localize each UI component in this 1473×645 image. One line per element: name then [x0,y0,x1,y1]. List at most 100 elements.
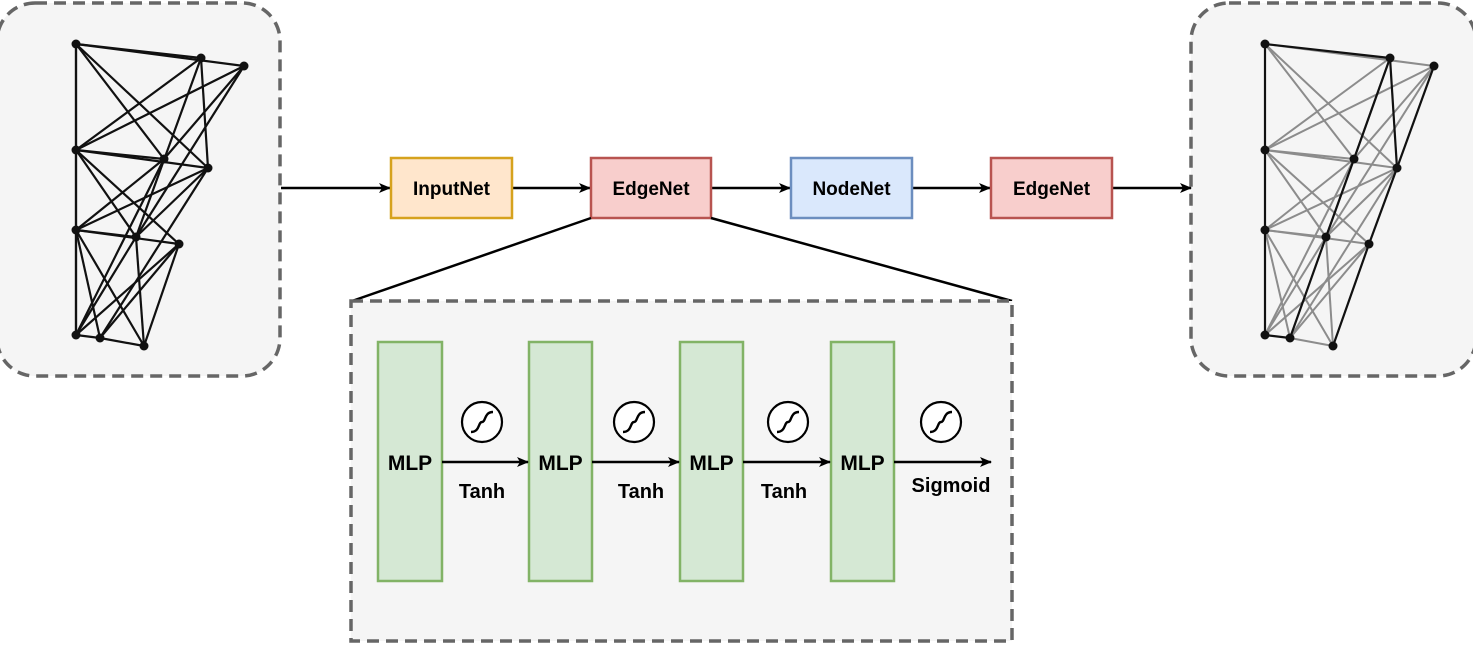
input-graph-node [239,61,249,71]
output-graph-kept-edge [1331,243,1371,347]
input-graph-node [71,39,81,49]
input-graph-node [159,154,169,164]
input-graph-edge [99,336,145,348]
sigmoid-icon [766,400,810,444]
input-graph-edge [142,243,181,347]
output-graph-kept-edge [1367,167,1399,245]
input-graph-node [196,53,206,63]
input-graph-node [131,232,141,242]
output-graph-panel [1189,1,1473,378]
mlp-label-3: MLP [689,452,733,475]
input-graph [0,1,282,378]
zoom-line-right [710,216,1013,303]
input-graph-edge [75,243,180,336]
output-graph-rejected-edge [1264,229,1370,245]
input-graph-node [71,330,81,340]
output-graph-rejected-edge [1264,149,1398,169]
output-graph-rejected-edge [1264,43,1398,169]
output-graph-node [1260,330,1270,340]
edgenet-block-2: EdgeNet [989,156,1114,220]
input-graph-edge [163,65,245,160]
input-graph-edge [135,65,245,238]
input-graph-edge [75,65,245,151]
output-graph-rejected-edge [1264,229,1334,347]
sigmoid-icon [919,400,963,444]
output-graph-rejected-edge [1289,243,1370,339]
sigmoid-icon [612,400,656,444]
input-graph-node [71,225,81,235]
output-graph-node [1429,61,1439,71]
output-graph-node [1321,232,1331,242]
mlp-block-4: MLP [829,340,896,583]
input-graph-nodes [71,39,249,351]
output-graph-rejected-edge [1264,158,1355,231]
input-graph-edge [75,43,209,169]
output-graph-node [1364,239,1374,249]
output-graph-kept-edges [1263,42,1436,347]
output-graph-rejected-edge [1325,167,1398,238]
input-graph-edge [75,158,165,336]
input-graph-edge [75,149,137,238]
input-graph-edge [75,167,209,231]
input-graph-edge [75,228,180,246]
output-graph [1189,1,1473,378]
input-graph-edge [75,229,145,347]
input-graph-node [71,145,81,155]
input-graph-edge [75,57,202,151]
input-graph-edge [74,229,102,339]
edgenet-block-1: EdgeNet [589,156,713,220]
output-graph-rejected-edge [1264,43,1355,160]
output-graph-kept-edge [1288,236,1328,339]
input-graph-node [203,163,213,173]
output-graph-node [1349,154,1359,164]
output-graph-node [1328,341,1338,351]
output-graph-rejected-edge [1264,236,1327,336]
output-graph-kept-edge [1395,65,1436,169]
output-graph-nodes [1260,39,1439,351]
activation-label-4: Sigmoid [912,475,991,497]
mlp-block-3: MLP [678,340,745,583]
output-graph-node [1385,53,1395,63]
edgenet-label-1: EdgeNet [612,179,690,200]
input-graph-edge [99,167,209,339]
activation-label-3: Tanh [761,481,807,503]
output-graph-node [1260,39,1270,49]
mlp-block-1: MLP [376,340,444,583]
output-graph-rejected-edge [1264,229,1291,339]
mlp-block-2: MLP [527,340,594,583]
output-graph-kept-edge [1324,158,1356,238]
output-graph-rejected-edge [1264,167,1398,231]
output-graph-kept-edge [1352,57,1392,160]
input-graph-edge [75,148,209,170]
edgenet-label-2: EdgeNet [1013,179,1091,200]
output-graph-rejected-edge [1264,65,1435,151]
inputnet-label: InputNet [413,179,491,200]
input-graph-node [174,239,184,249]
input-graph-edge [75,43,165,160]
inputnet-block: InputNet [389,156,514,220]
output-graph-rejected-edge [1264,243,1370,336]
input-graph-edge [75,42,245,68]
input-graph-node [139,341,149,351]
nodenet-block: NodeNet [789,156,914,220]
edgenet-detail-panel: MLP MLP MLP MLP [349,299,1014,643]
output-graph-node [1285,333,1295,343]
output-graph-rejected-edge [1325,65,1435,238]
input-graph-edge [75,236,137,336]
activation-label-1: Tanh [459,481,505,503]
output-graph-rejected-edge [1264,158,1355,336]
output-graph-kept-edge [1388,57,1399,169]
nodenet-label: NodeNet [812,179,891,200]
mlp-label-2: MLP [538,452,582,475]
output-graph-rejected-edge [1289,167,1398,339]
input-graph-edge [135,167,209,238]
input-graph-edge [99,243,180,339]
output-graph-node [1260,145,1270,155]
output-graph-node [1392,163,1402,173]
activation-label-2: Tanh [618,481,664,503]
output-graph-rejected-edge [1264,149,1327,238]
input-graph-edge [75,158,165,231]
input-graph-edge [134,57,203,238]
input-graph-edges [74,42,245,348]
